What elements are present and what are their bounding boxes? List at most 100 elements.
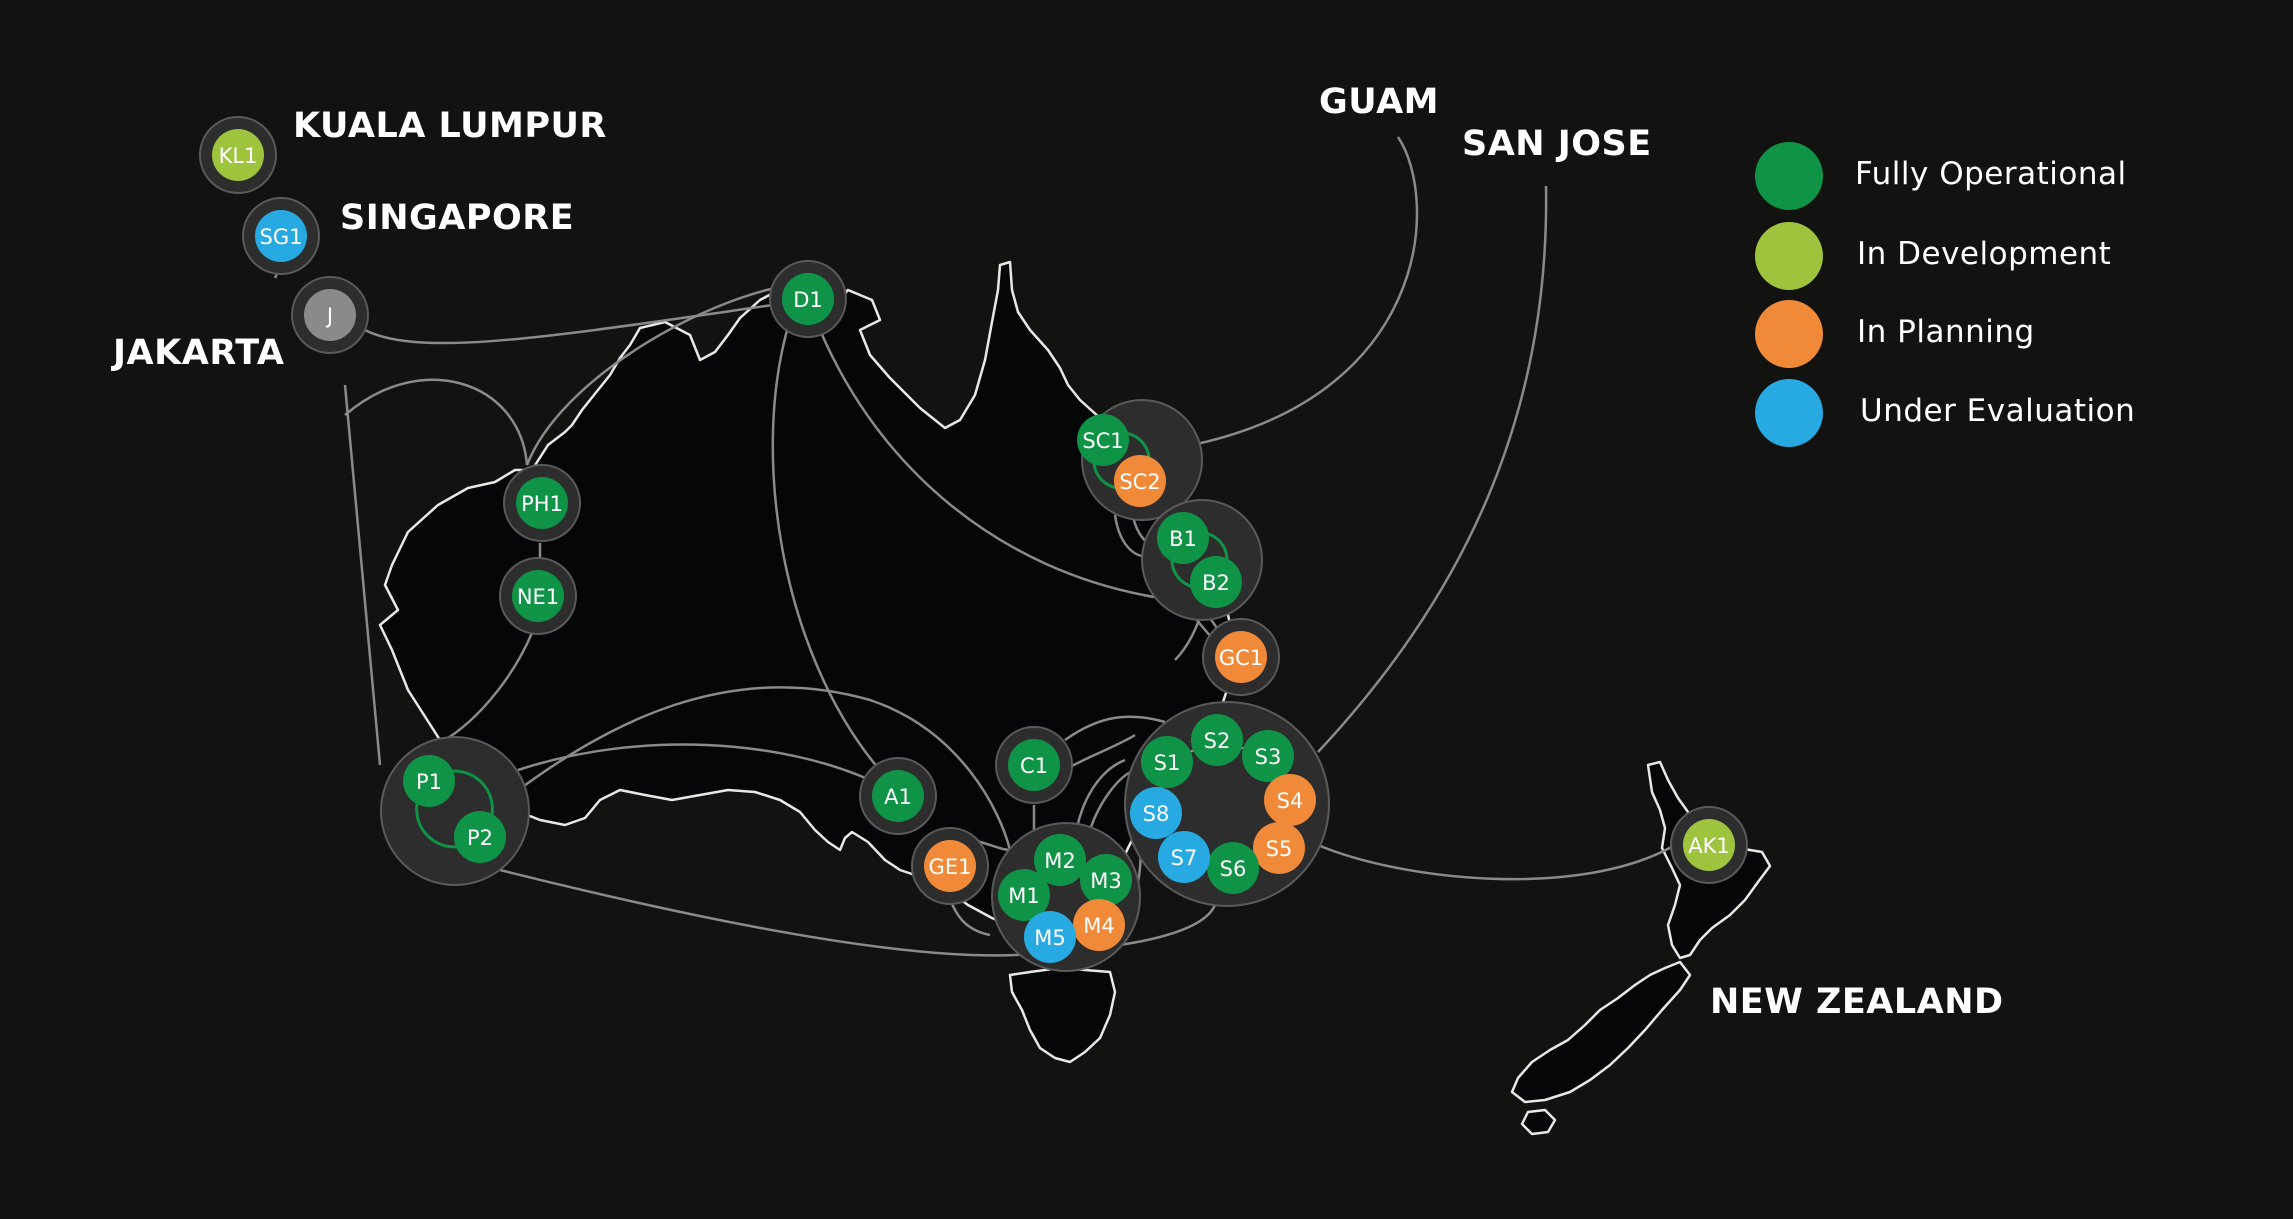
node-s4[interactable]: S4 <box>1264 774 1316 826</box>
node-label: SG1 <box>260 225 303 249</box>
node-marker <box>1114 455 1166 507</box>
node-marker <box>304 289 356 341</box>
node-ge1[interactable]: GE1 <box>911 827 989 905</box>
node-label: S7 <box>1171 846 1198 870</box>
node-marker <box>1077 414 1129 466</box>
node-label: P1 <box>416 770 442 794</box>
region-label-new-zealand: NEW ZEALAND <box>1710 982 2004 1022</box>
node-label: D1 <box>793 288 823 312</box>
node-s6[interactable]: S6 <box>1207 842 1259 894</box>
legend-swatch-under-evaluation <box>1755 379 1823 447</box>
node-marker <box>1158 831 1210 883</box>
node-label: S5 <box>1266 837 1293 861</box>
node-marker <box>1080 854 1132 906</box>
node-marker <box>1024 911 1076 963</box>
node-j[interactable]: J <box>291 276 369 354</box>
node-b1[interactable]: B1 <box>1157 512 1209 564</box>
legend-label: In Planning <box>1857 314 2035 350</box>
node-m2[interactable]: M2 <box>1034 834 1086 886</box>
node-marker <box>782 273 834 325</box>
node-marker <box>1130 787 1182 839</box>
node-marker <box>1157 512 1209 564</box>
node-label: M4 <box>1083 914 1114 938</box>
tasmania-landmass <box>1008 966 1117 1064</box>
node-a1[interactable]: A1 <box>859 757 937 835</box>
node-label: SC2 <box>1119 470 1160 494</box>
node-label: S3 <box>1255 745 1282 769</box>
node-label: S2 <box>1204 729 1231 753</box>
node-marker <box>1264 774 1316 826</box>
node-marker <box>1141 736 1193 788</box>
node-label: M3 <box>1090 869 1121 893</box>
node-label: M1 <box>1008 884 1039 908</box>
landmasses <box>378 260 1772 1136</box>
node-m5[interactable]: M5 <box>1024 911 1076 963</box>
node-b2[interactable]: B2 <box>1190 556 1242 608</box>
node-marker <box>403 755 455 807</box>
node-m3[interactable]: M3 <box>1080 854 1132 906</box>
node-p1[interactable]: P1 <box>403 755 455 807</box>
node-m1[interactable]: M1 <box>998 869 1050 921</box>
node-marker <box>1683 819 1735 871</box>
node-ne1[interactable]: NE1 <box>499 557 577 635</box>
node-d1[interactable]: D1 <box>769 260 847 338</box>
node-s3[interactable]: S3 <box>1242 730 1294 782</box>
node-marker <box>872 770 924 822</box>
node-sc2[interactable]: SC2 <box>1114 455 1166 507</box>
node-s2[interactable]: S2 <box>1191 714 1243 766</box>
node-p2[interactable]: P2 <box>454 811 506 863</box>
node-marker <box>1008 739 1060 791</box>
node-s1[interactable]: S1 <box>1141 736 1193 788</box>
legend-label: Fully Operational <box>1855 156 2127 192</box>
node-label: S8 <box>1143 802 1170 826</box>
legend-swatch-fully-operational <box>1755 142 1823 210</box>
node-label: KL1 <box>219 144 258 168</box>
region-label-guam: GUAM <box>1319 82 1439 122</box>
legend-swatch-in-planning <box>1755 300 1823 368</box>
node-ph1[interactable]: PH1 <box>503 464 581 542</box>
node-s7[interactable]: S7 <box>1158 831 1210 883</box>
node-s5[interactable]: S5 <box>1253 822 1305 874</box>
node-marker <box>1190 556 1242 608</box>
node-marker <box>924 840 976 892</box>
node-label: C1 <box>1020 754 1048 778</box>
node-label: B2 <box>1202 571 1230 595</box>
node-sg1[interactable]: SG1 <box>242 197 320 275</box>
node-gc1[interactable]: GC1 <box>1202 618 1280 696</box>
node-label: AK1 <box>1688 834 1730 858</box>
node-label: SC1 <box>1082 429 1123 453</box>
region-label-singapore: SINGAPORE <box>340 198 575 238</box>
node-marker <box>512 570 564 622</box>
node-label: S1 <box>1154 751 1181 775</box>
node-label: M2 <box>1044 849 1075 873</box>
node-marker <box>998 869 1050 921</box>
region-label-san-jose: SAN JOSE <box>1462 124 1652 164</box>
node-label: A1 <box>884 785 912 809</box>
node-label: PH1 <box>521 492 563 516</box>
legend-label: Under Evaluation <box>1860 393 2136 429</box>
node-label: S6 <box>1220 857 1247 881</box>
node-s8[interactable]: S8 <box>1130 787 1182 839</box>
node-marker <box>212 129 264 181</box>
nz-south-island <box>1510 960 1692 1104</box>
node-m4[interactable]: M4 <box>1073 899 1125 951</box>
node-sc1[interactable]: SC1 <box>1077 414 1129 466</box>
legend-swatch-in-development <box>1755 222 1823 290</box>
node-marker <box>1215 631 1267 683</box>
node-marker <box>516 477 568 529</box>
node-kl1[interactable]: KL1 <box>199 116 277 194</box>
node-c1[interactable]: C1 <box>995 726 1073 804</box>
node-marker <box>1034 834 1086 886</box>
node-marker <box>1253 822 1305 874</box>
redundancy-ring <box>415 769 494 849</box>
node-label: NE1 <box>517 585 559 609</box>
node-ak1[interactable]: AK1 <box>1670 806 1748 884</box>
node-marker <box>255 210 307 262</box>
node-marker <box>1207 842 1259 894</box>
node-label: GC1 <box>1219 646 1263 670</box>
region-label-jakarta: JAKARTA <box>113 333 285 373</box>
site-group-halo <box>380 736 530 886</box>
